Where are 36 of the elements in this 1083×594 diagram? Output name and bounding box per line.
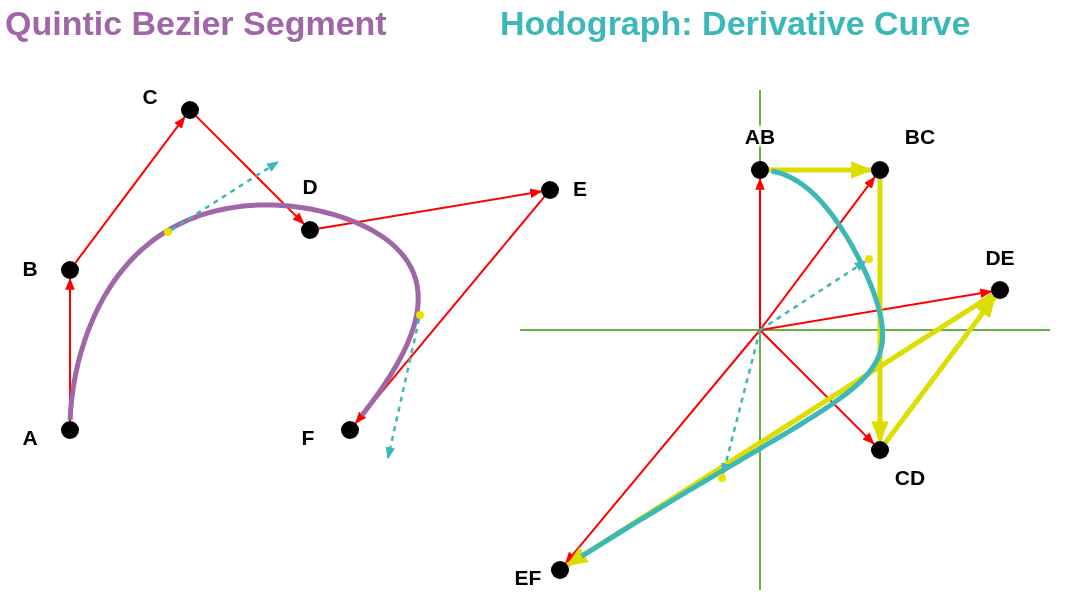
point-label: AB [744,125,776,147]
heading: Hodograph: Derivative Curve [500,3,971,44]
curve [67,202,421,421]
arrow [385,318,421,460]
arrow [170,160,279,231]
arrow [883,295,997,445]
arrow [759,329,875,445]
point-marker [164,228,172,236]
arrow [565,292,994,568]
arrow [759,260,867,332]
arrow [354,195,546,425]
arrow [195,115,305,225]
point-marker [718,474,726,482]
arrow [759,176,876,331]
point-marker [865,255,873,263]
control-point [871,441,889,459]
point-marker [416,311,424,319]
control-point [181,101,199,119]
heading: Quintic Bezier Segment [5,3,387,44]
arrow [755,177,765,331]
control-point [541,181,559,199]
control-point [991,281,1009,299]
control-point [551,561,569,579]
arrow [871,179,889,444]
control-point [301,221,319,239]
control-point [61,261,79,279]
arrow [564,329,761,565]
arrow [759,288,993,331]
control-point [751,161,769,179]
arrow [721,329,762,476]
control-point [871,161,889,179]
control-point [341,421,359,439]
arrow [317,188,543,230]
curve [580,168,886,559]
control-point [61,421,79,439]
arrow [74,116,186,264]
